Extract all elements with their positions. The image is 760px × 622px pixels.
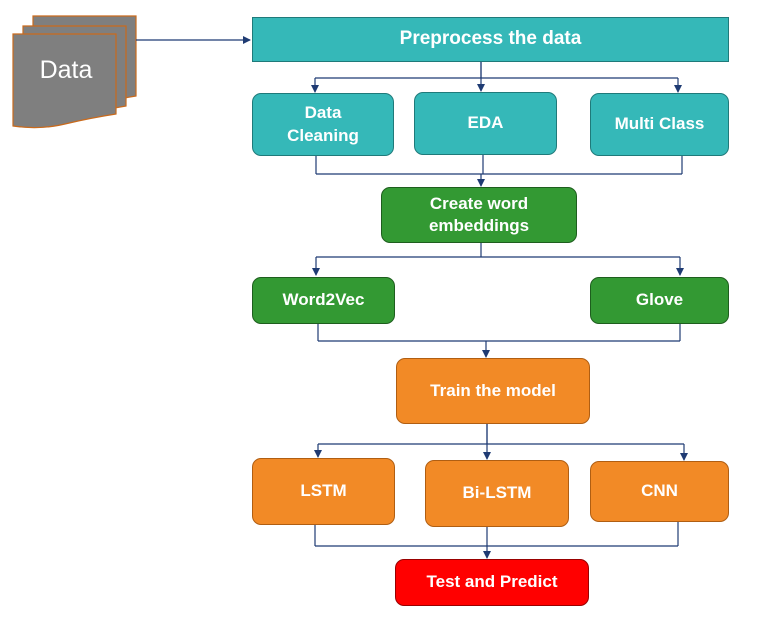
test-predict-node: Test and Predict xyxy=(395,559,589,606)
word2vec-node: Word2Vec xyxy=(252,277,395,324)
step-data-cleaning: Data Cleaning xyxy=(252,93,394,156)
lstm-node: LSTM xyxy=(252,458,395,525)
step-eda: EDA xyxy=(414,92,557,155)
preprocess-header: Preprocess the data xyxy=(252,17,729,62)
train-model-node: Train the model xyxy=(396,358,590,424)
create-embeddings-node: Create word embeddings xyxy=(381,187,577,243)
glove-node: Glove xyxy=(590,277,729,324)
bilstm-node: Bi-LSTM xyxy=(425,460,569,527)
step-multi-class: Multi Class xyxy=(590,93,729,156)
data-source-label: Data xyxy=(39,56,93,84)
cnn-node: CNN xyxy=(590,461,729,522)
data-source-icon xyxy=(12,15,137,129)
